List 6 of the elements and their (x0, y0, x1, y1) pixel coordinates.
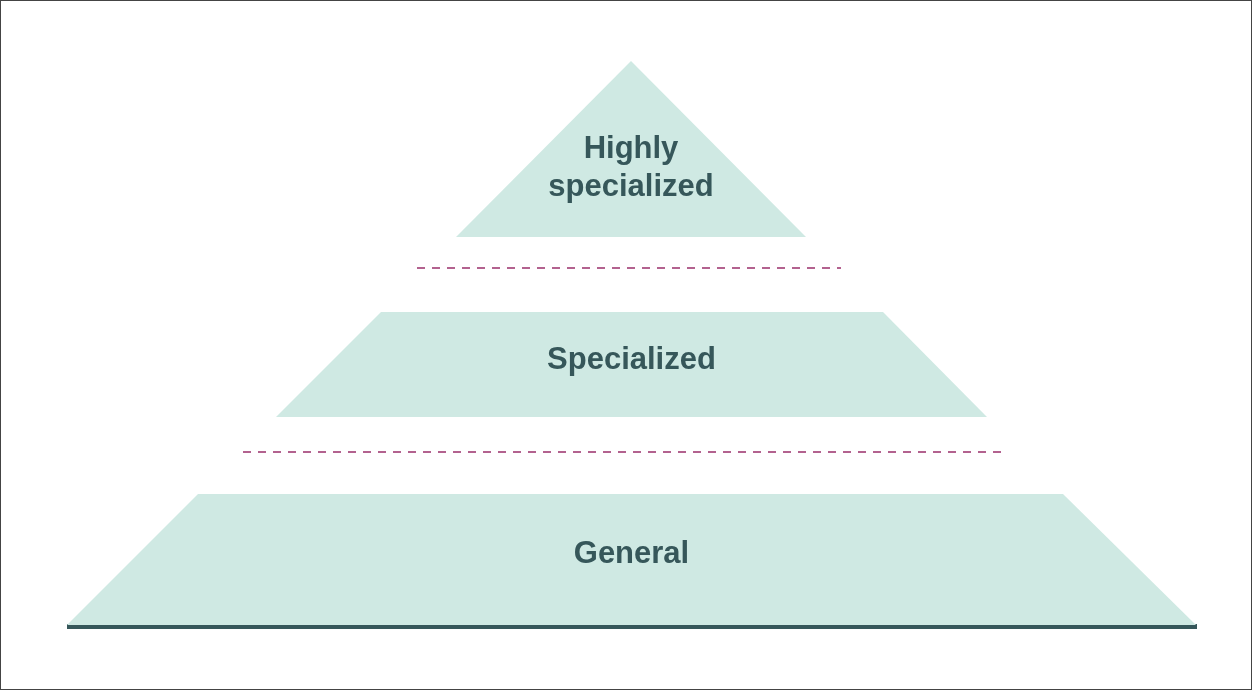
pyramid-top-triangle (456, 61, 806, 237)
pyramid-middle-trapezoid (276, 312, 987, 417)
pyramid-base-trapezoid (67, 494, 1196, 625)
tier-label: Specialized (547, 340, 716, 378)
tier-label: General (573, 534, 690, 572)
tier-label: Highly specialized (547, 129, 715, 205)
